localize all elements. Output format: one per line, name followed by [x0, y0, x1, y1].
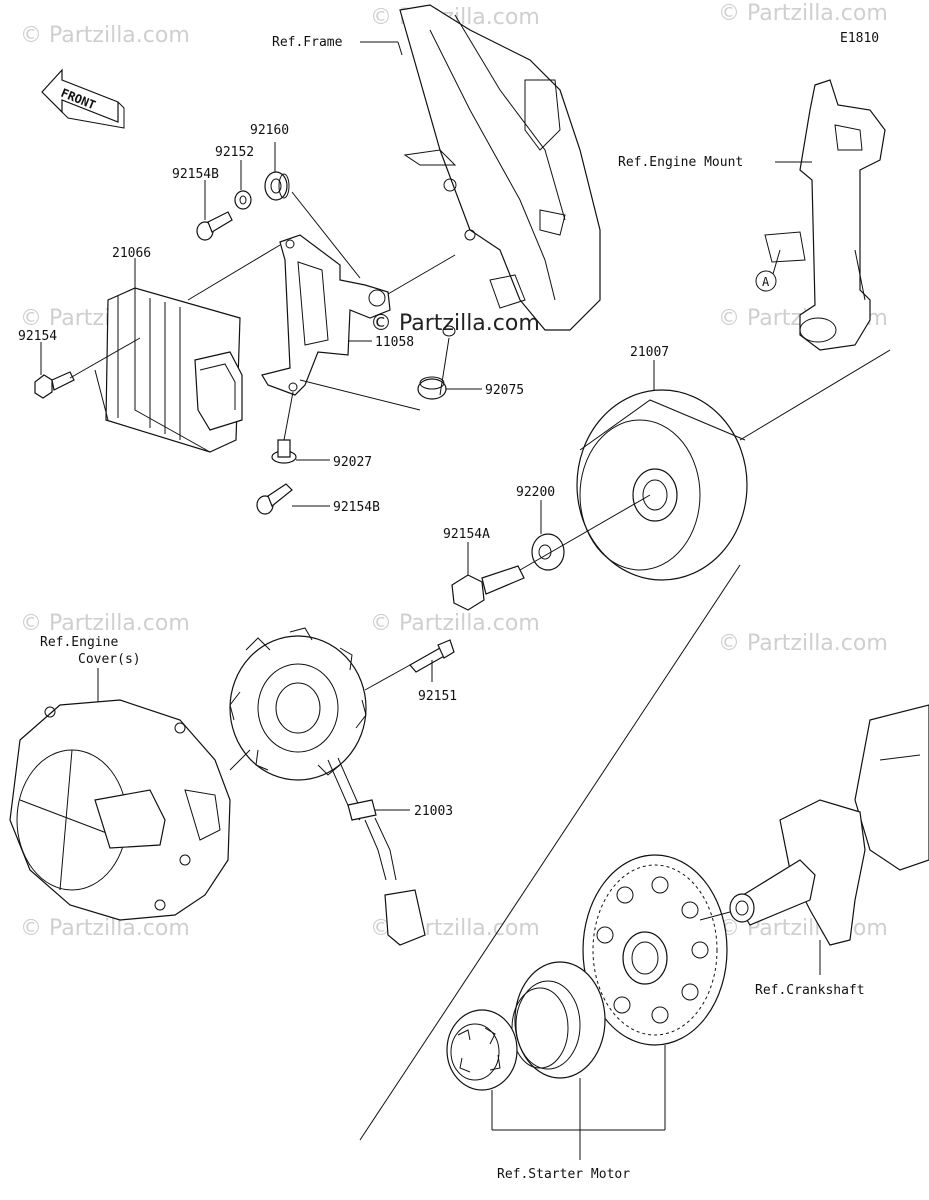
callout-a [755, 270, 777, 292]
label-21066: 21066 [112, 246, 151, 261]
part-92152-collar [234, 190, 252, 210]
part-92154-bolt [34, 371, 75, 399]
label-cover-s: Cover(s) [78, 652, 141, 667]
label-21007: 21007 [630, 345, 669, 360]
part-92154b-bolt-top [196, 211, 233, 241]
label-92154a: 92154A [443, 527, 490, 542]
label-11058: 11058 [375, 335, 414, 350]
starter-bearing-outline [511, 961, 606, 1079]
part-labels: Ref.Frame Ref.Engine Mount 92160 92152 9… [18, 35, 865, 1182]
label-ref-frame: Ref.Frame [272, 35, 343, 50]
label-92160: 92160 [250, 123, 289, 138]
label-21003: 21003 [414, 804, 453, 819]
label-92154: 92154 [18, 329, 57, 344]
front-arrow-icon: FRONT [41, 68, 125, 129]
part-21007-rotor [576, 389, 748, 581]
label-92027: 92027 [333, 455, 372, 470]
label-92154b-top: 92154B [172, 167, 219, 182]
watermark: © Partzilla.com [20, 611, 190, 636]
part-11058-bracket [261, 234, 391, 396]
label-ref-engine-mount: Ref.Engine Mount [618, 155, 743, 170]
crankshaft-outline [729, 704, 929, 946]
engine-mount-outline [764, 79, 886, 351]
callout-letter: A [762, 275, 770, 289]
watermark: © Partzilla.com [718, 631, 888, 656]
diagram-code: E1810 [840, 31, 879, 46]
watermark: © Partzilla.com [370, 611, 540, 636]
part-92160-grommet [264, 171, 290, 201]
starter-clutch-outline [446, 1009, 518, 1091]
part-92151-bolt [409, 639, 455, 673]
engine-cover-outline [9, 699, 231, 921]
frame-outline [399, 4, 601, 331]
label-ref-starter-motor: Ref.Starter Motor [497, 1167, 630, 1182]
part-21003-stator [229, 627, 426, 946]
part-92027-collar [271, 439, 297, 464]
watermark: © Partzilla.com [20, 23, 190, 48]
part-92200-washer [531, 533, 565, 571]
part-92075-grommet [417, 325, 456, 400]
label-ref-engine: Ref.Engine [40, 635, 118, 650]
label-92200: 92200 [516, 485, 555, 500]
label-ref-crankshaft: Ref.Crankshaft [755, 983, 865, 998]
starter-gear-outline [582, 854, 728, 1046]
label-92154b-bottom: 92154B [333, 500, 380, 515]
label-92151: 92151 [418, 689, 457, 704]
watermark: © Partzilla.com [718, 1, 888, 26]
watermark: © Partzilla.com [20, 916, 190, 941]
label-92075: 92075 [485, 383, 524, 398]
part-92154a-bolt [451, 565, 525, 611]
leader-lines [40, 41, 891, 1160]
label-92152: 92152 [215, 145, 254, 160]
part-21066-regulator [105, 287, 243, 453]
part-92154b-bolt-bottom [256, 483, 293, 515]
